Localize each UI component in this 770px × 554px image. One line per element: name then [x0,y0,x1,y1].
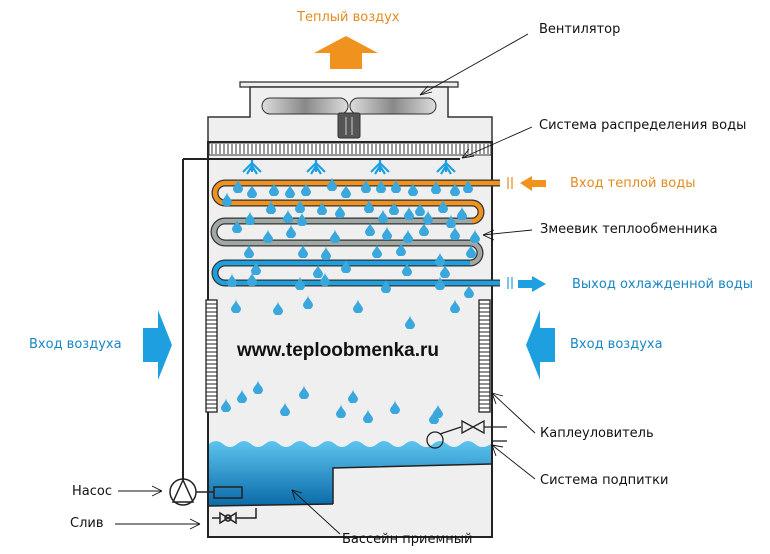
label-cooled-water-out: Выход охлажденной воды [572,277,753,292]
label-air-in-left: Вход воздуха [29,337,122,352]
watermark: www.teploobmenka.ru [237,340,439,361]
label-drift-eliminator: Каплеуловитель [540,426,654,441]
spray-nozzle-icon [370,160,390,175]
pipe-breaks [507,177,513,189]
label-warm-air: Теплый воздух [297,10,400,25]
label-coil: Змеевик теплообменника [540,222,718,237]
warm-air-arrow [314,36,378,69]
label-warm-water-in: Вход теплой воды [570,176,696,191]
spray-nozzle-icon [242,160,262,175]
warm-water-in-arrow [520,176,546,191]
leader-lines [115,33,536,535]
air-inlet-louvers-right [478,299,491,413]
makeup-float-valve [426,419,507,449]
pump [169,478,243,506]
label-fan: Вентилятор [539,22,621,37]
distribution-grid [208,142,492,156]
label-pump: Насос [72,484,112,499]
drain-valve [212,508,257,525]
label-basin: Бассейн приемный [342,532,473,547]
air-in-right-arrow [526,310,555,380]
air-in-left-arrow [143,310,172,380]
spray-nozzle-icon [436,160,456,175]
cooled-water-out-arrow [518,276,546,292]
fan [261,97,437,139]
air-inlet-louvers-left [205,299,218,413]
spray-nozzles [242,160,456,175]
label-drain: Слив [70,516,104,531]
basin-water [209,441,491,506]
label-air-in-right: Вход воздуха [570,337,663,352]
label-makeup-system: Система подпитки [540,473,669,488]
label-water-distribution: Система распределения воды [539,118,747,133]
spray-nozzle-icon [306,160,326,175]
